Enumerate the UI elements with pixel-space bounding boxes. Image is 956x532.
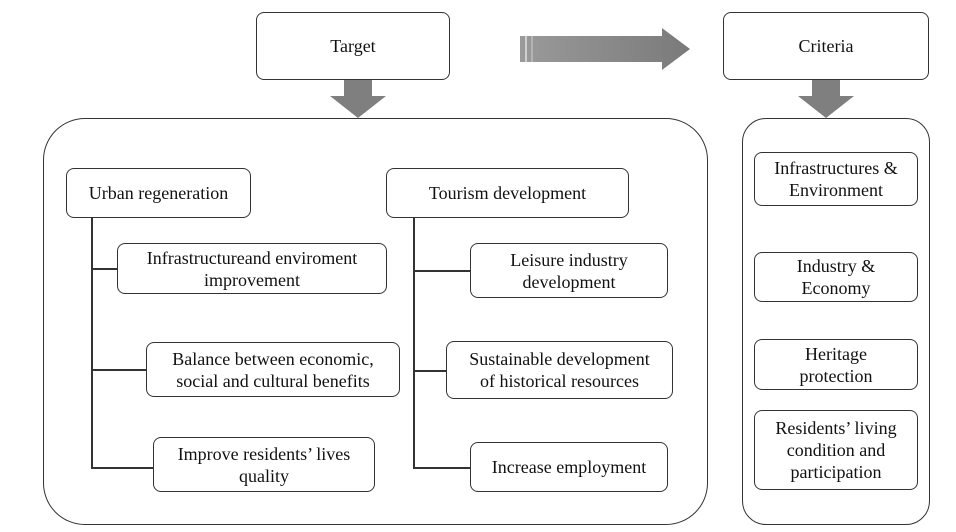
urban-regeneration-box: Urban regeneration	[66, 168, 251, 218]
right-arrow-icon	[520, 28, 690, 70]
criteria-item-label: Infrastructures & Environment	[774, 158, 898, 200]
tourism-branch	[413, 370, 447, 372]
tourism-branch	[413, 467, 471, 469]
criteria-item: Heritage protection	[754, 339, 918, 390]
urban-branch	[91, 467, 154, 469]
tourism-tree-trunk	[413, 216, 415, 468]
tourism-item-label: Sustainable development of historical re…	[469, 349, 650, 391]
tourism-development-box: Tourism development	[386, 168, 629, 218]
urban-item: Improve residents’ lives quality	[153, 437, 375, 492]
urban-item: Balance between economic, social and cul…	[146, 342, 400, 397]
urban-item-label: Infrastructureand enviroment improvement	[146, 247, 358, 290]
urban-title: Urban regeneration	[88, 183, 229, 203]
urban-item-label: Balance between economic, social and cul…	[172, 348, 374, 391]
urban-item: Infrastructureand enviroment improvement	[117, 243, 387, 294]
tourism-item-label: Leisure industry development	[510, 249, 628, 292]
criteria-item-label: Heritage protection	[799, 343, 873, 386]
urban-item-label: Improve residents’ lives quality	[177, 443, 351, 486]
criteria-box: Criteria	[723, 12, 929, 80]
target-box: Target	[256, 12, 450, 80]
urban-tree-trunk	[91, 216, 93, 468]
urban-branch	[91, 268, 118, 270]
tourism-item: Leisure industry development	[470, 243, 668, 298]
target-panel	[43, 118, 708, 525]
criteria-item-label: Residents’ living condition and particip…	[775, 418, 897, 482]
criteria-label: Criteria	[798, 36, 854, 56]
tourism-item-label: Increase employment	[491, 457, 647, 477]
criteria-item: Industry & Economy	[754, 252, 918, 302]
target-label: Target	[330, 36, 376, 56]
criteria-panel	[742, 118, 930, 525]
tourism-branch	[413, 270, 471, 272]
down-arrow-icon	[798, 80, 854, 118]
tourism-item: Increase employment	[470, 442, 668, 492]
criteria-item: Infrastructures & Environment	[754, 152, 918, 206]
tourism-item: Sustainable development of historical re…	[446, 341, 673, 399]
tourism-title: Tourism development	[428, 183, 587, 203]
down-arrow-icon	[330, 80, 386, 118]
criteria-item-label: Industry & Economy	[796, 256, 876, 298]
criteria-item: Residents’ living condition and particip…	[754, 410, 918, 490]
urban-branch	[91, 369, 147, 371]
